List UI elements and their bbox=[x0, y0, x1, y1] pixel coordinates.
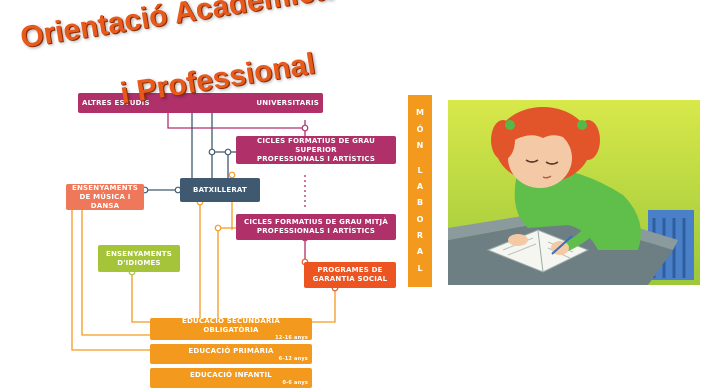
label-musica-1: ENSENYAMENTS bbox=[72, 183, 138, 192]
connector-cicles-sup-to-uni bbox=[167, 113, 306, 129]
girl-writing-illustration bbox=[448, 100, 700, 285]
mon-letter: L bbox=[417, 263, 423, 273]
label-universitaris: UNIVERSITARIS bbox=[256, 98, 319, 107]
label-cicles-superior-2: PROFESSIONALS I ARTÍSTICS bbox=[256, 154, 376, 163]
label-cicles-mitja-2: PROFESSIONALS I ARTÍSTICS bbox=[256, 227, 376, 235]
label-altres-estudis: ALTRES ESTUDIS bbox=[82, 98, 150, 107]
mon-letter: A bbox=[416, 181, 424, 191]
label-eso-age: 12-16 anys bbox=[275, 335, 308, 341]
mon-letter: N bbox=[416, 140, 424, 150]
mon-letter: R bbox=[416, 230, 424, 240]
label-idiomes-2: D'IDIOMES bbox=[117, 258, 161, 267]
label-musica-2: DE MÚSICA I DANSA bbox=[79, 192, 131, 210]
box-ensenyaments-musica-dansa: ENSENYAMENTS DE MÚSICA I DANSA bbox=[66, 184, 144, 210]
box-educacio-secundaria: EDUCACIÓ SECUNDÀRIA OBLIGATÒRIA 12-16 an… bbox=[150, 317, 312, 341]
connector-eso-garantia bbox=[312, 288, 336, 323]
connector-batx-cicles-1 bbox=[212, 151, 229, 178]
box-educacio-infantil: EDUCACIÓ INFANTIL 0-6 anys bbox=[150, 368, 312, 388]
label-garantia-1: PROGRAMES DE bbox=[317, 266, 383, 274]
girl-face bbox=[508, 128, 572, 188]
mon-letter: A bbox=[416, 247, 424, 257]
box-altres-estudis-universitaris: ALTRES ESTUDIS UNIVERSITARIS bbox=[78, 93, 323, 113]
pen-icon bbox=[551, 235, 573, 255]
mon-letter: B bbox=[416, 198, 424, 208]
box-cicles-grau-superior: CICLES FORMATIUS DE GRAU SUPERIOR PROFES… bbox=[236, 136, 396, 164]
label-garantia-2: GARANTIA SOCIAL bbox=[312, 275, 388, 283]
label-infantil-age: 0-6 anys bbox=[282, 379, 308, 386]
mon-letter: O bbox=[416, 214, 424, 224]
label-primaria-age: 6-12 anys bbox=[278, 355, 308, 362]
box-batxillerat: BATXILLERAT bbox=[180, 178, 260, 202]
mon-letter: M bbox=[416, 108, 424, 118]
girl-shirt bbox=[514, 167, 641, 250]
label-primaria: EDUCACIÓ PRIMÀRIA bbox=[188, 346, 274, 355]
mon-letter: L bbox=[417, 165, 423, 175]
label-batxillerat: BATXILLERAT bbox=[193, 185, 247, 194]
box-educacio-primaria: EDUCACIÓ PRIMÀRIA 6-12 anys bbox=[150, 344, 312, 364]
box-cicles-grau-mitja: CICLES FORMATIUS DE GRAU MITJÀ PROFESSIO… bbox=[236, 214, 396, 240]
connector-primaria-musica bbox=[81, 210, 150, 336]
label-cicles-mitja-1: CICLES FORMATIUS DE GRAU MITJÀ bbox=[244, 218, 388, 226]
connector-eso-idiomes bbox=[131, 272, 150, 323]
box-programes-garantia-social: PROGRAMES DE GARANTIA SOCIAL bbox=[304, 262, 396, 288]
label-eso: EDUCACIÓ SECUNDÀRIA OBLIGATÒRIA bbox=[182, 317, 280, 334]
label-idiomes-1: ENSENYAMENTS bbox=[106, 249, 172, 258]
box-ensenyaments-idiomes: ENSENYAMENTS D'IDIOMES bbox=[98, 245, 180, 272]
connector-infantil-musica bbox=[71, 210, 150, 351]
mon-laboral-bar: M Ó N L A B O R A L bbox=[408, 95, 432, 287]
mon-letter: Ó bbox=[416, 124, 424, 134]
label-cicles-superior-1: CICLES FORMATIUS DE GRAU SUPERIOR bbox=[257, 136, 375, 154]
label-infantil: EDUCACIÓ INFANTIL bbox=[190, 370, 272, 379]
